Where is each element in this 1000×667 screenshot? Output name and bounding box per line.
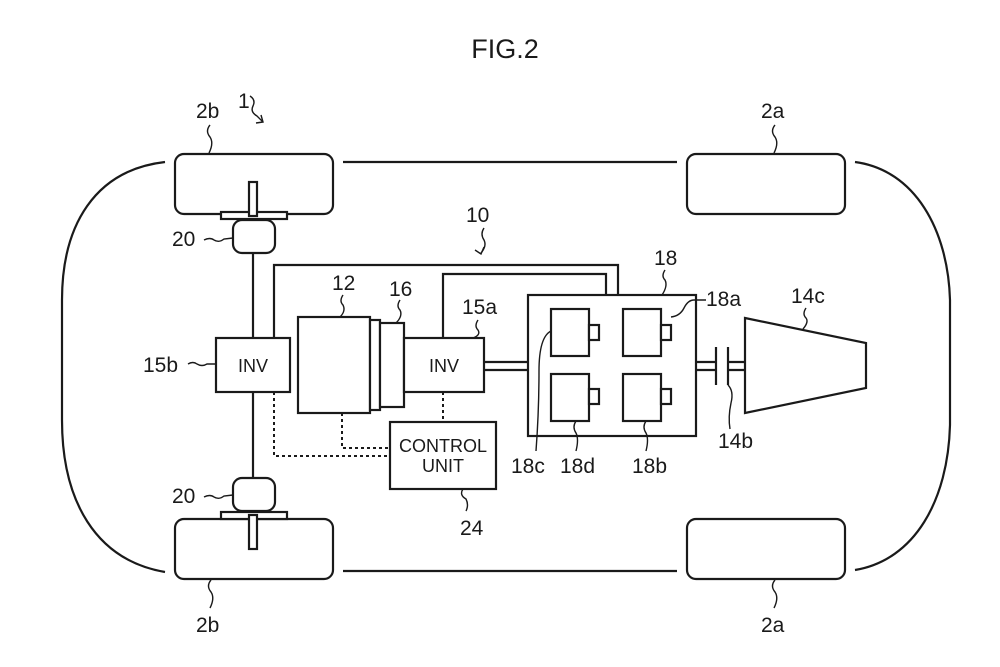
label-wheel-unit-top: 20 bbox=[172, 228, 195, 251]
power-line-inner bbox=[441, 272, 608, 338]
leader-cell-d bbox=[573, 420, 579, 452]
car-body-rear-curve bbox=[60, 160, 166, 574]
cell-18d bbox=[549, 372, 601, 423]
control-unit-text-line1: CONTROL bbox=[399, 436, 487, 456]
leader-engine bbox=[339, 294, 345, 318]
label-cell-a: 18a bbox=[706, 288, 741, 311]
front-wheel-bottom bbox=[685, 517, 847, 581]
power-line-outer bbox=[272, 263, 620, 338]
label-rear-wheel-top: 2b bbox=[196, 100, 219, 123]
leader-control-unit bbox=[460, 488, 469, 512]
wheel-unit-bottom bbox=[231, 476, 277, 513]
cell-18a bbox=[621, 307, 673, 358]
engine-12 bbox=[296, 315, 372, 415]
label-vehicle: 1 bbox=[238, 90, 250, 113]
leader-cell-b bbox=[643, 420, 649, 452]
leader-clutch bbox=[727, 384, 733, 430]
label-cell-c: 18c bbox=[511, 455, 545, 478]
label-inverter-b: 15b bbox=[143, 354, 178, 377]
label-cell-b: 18b bbox=[632, 455, 667, 478]
label-inverter-a: 15a bbox=[462, 296, 497, 319]
leader-rear-wheel-bottom bbox=[207, 579, 214, 609]
figure-title: FIG.2 bbox=[471, 34, 539, 64]
leader-inverter-b bbox=[187, 361, 216, 367]
load-unit-14c bbox=[743, 316, 868, 415]
inverter-15a bbox=[402, 336, 486, 394]
leader-front-wheel-top bbox=[771, 124, 778, 154]
label-cell-d: 18d bbox=[560, 455, 595, 478]
vehicle-leader-arrow bbox=[249, 95, 264, 123]
wheel-unit-top bbox=[231, 218, 277, 255]
leader-load-unit bbox=[802, 307, 808, 330]
cell-18b bbox=[621, 372, 673, 423]
drive-system-arrowhead bbox=[474, 246, 485, 256]
signal-line-engine bbox=[341, 413, 390, 449]
leader-wheel-unit-bottom bbox=[203, 494, 234, 499]
leader-rear-wheel-top bbox=[206, 124, 213, 154]
leader-cell-c bbox=[535, 330, 552, 452]
front-wheel-top bbox=[685, 152, 847, 216]
label-load-unit: 14c bbox=[791, 285, 825, 308]
label-control-unit: 24 bbox=[460, 517, 484, 540]
leader-battery-pack bbox=[661, 269, 667, 296]
leader-wheel-unit-top bbox=[203, 237, 234, 242]
inverter-15b-text: INV bbox=[238, 356, 268, 376]
generator-16 bbox=[378, 321, 406, 409]
rear-wheel-bottom bbox=[173, 510, 335, 581]
inverter-15a-text: INV bbox=[429, 356, 459, 376]
control-unit-24 bbox=[388, 420, 498, 491]
label-front-wheel-bottom: 2a bbox=[761, 614, 785, 637]
car-body-front-curve bbox=[854, 160, 952, 572]
label-wheel-unit-bottom: 20 bbox=[172, 485, 195, 508]
label-rear-wheel-bottom: 2b bbox=[196, 614, 219, 637]
label-drive-system: 10 bbox=[466, 204, 489, 227]
label-generator: 16 bbox=[389, 278, 412, 301]
inverter-15b bbox=[214, 336, 292, 394]
label-clutch: 14b bbox=[718, 430, 753, 453]
leader-cell-a bbox=[670, 299, 706, 318]
leader-inverter-a bbox=[472, 319, 480, 339]
leader-generator bbox=[395, 299, 402, 324]
label-battery-pack: 18 bbox=[654, 247, 677, 270]
label-engine: 12 bbox=[332, 272, 355, 295]
cell-18c bbox=[549, 307, 601, 358]
control-unit-text-line2: UNIT bbox=[422, 456, 464, 476]
vehicle-arrowhead bbox=[255, 114, 264, 124]
label-front-wheel-top: 2a bbox=[761, 100, 785, 123]
engine-flange bbox=[368, 318, 382, 412]
rear-wheel-top bbox=[173, 152, 335, 221]
leader-front-wheel-bottom bbox=[771, 579, 778, 609]
